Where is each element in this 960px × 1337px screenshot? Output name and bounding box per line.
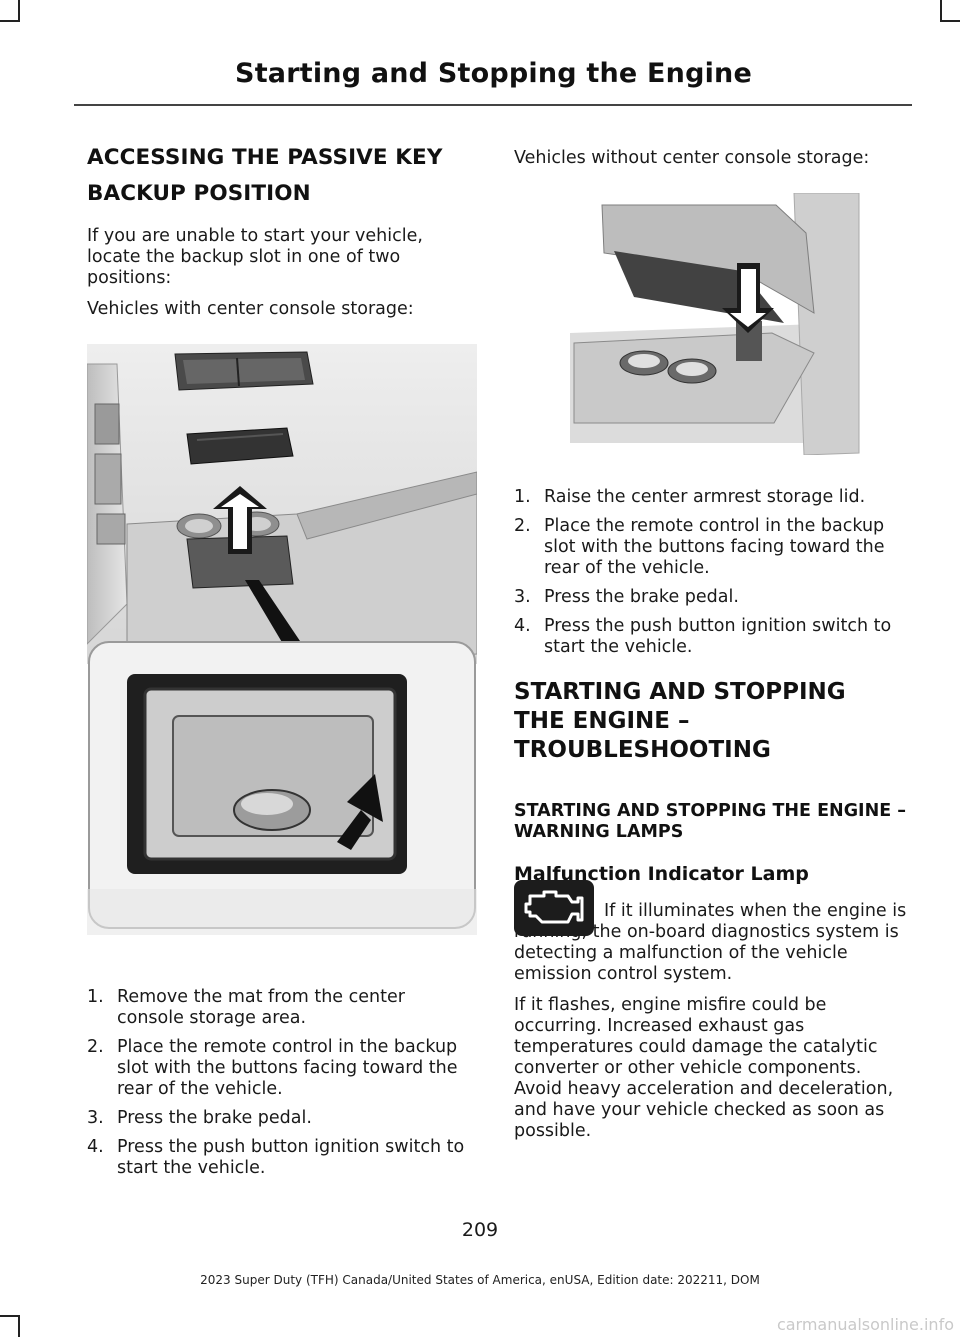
list-item: 1. Raise the center armrest storage lid. — [514, 487, 910, 508]
subsection-heading: STARTING AND STOPPING THE ENGINE – WARNI… — [514, 801, 907, 842]
list-item: 1. Remove the mat from the center console… — [87, 987, 477, 1029]
step-number: 3. — [514, 587, 531, 607]
list-item: 2. Place the remote control in the backup… — [514, 516, 910, 579]
step-text: Remove the mat from the center console s… — [117, 987, 405, 1028]
right-column: Vehicles without center console storage:… — [514, 140, 910, 1142]
step-number: 2. — [514, 516, 531, 536]
watermark: carmanualsonline.info — [776, 1315, 954, 1334]
left-column: ACCESSING THE PASSIVE KEY BACKUP POSITIO… — [86, 140, 478, 1187]
edition-info: 2023 Super Duty (TFH) Canada/United Stat… — [200, 1273, 760, 1287]
list-item: 3. Press the brake pedal. — [87, 1108, 477, 1129]
step-text: Press the push button ignition switch to… — [117, 1137, 465, 1178]
console-storage-drawing — [86, 344, 478, 935]
crop-mark — [0, 1315, 20, 1317]
armrest-storage-illustration — [514, 192, 910, 456]
page-title: Starting and Stopping the Engine — [235, 58, 752, 89]
section-heading: THE ENGINE – — [514, 708, 690, 734]
section-heading: STARTING AND STOPPING — [514, 679, 846, 705]
step-number: 1. — [87, 987, 104, 1007]
page-header: Starting and Stopping the Engine — [74, 58, 912, 106]
lamp-paragraph: If it flashes, engine misfire could be o… — [514, 995, 894, 1141]
intro-paragraph: If you are unable to start your vehicle,… — [87, 226, 423, 288]
without-storage-steps: 1.Raise the center armrest storage lid. … — [514, 487, 910, 658]
lamp-paragraph: If it illuminates when the engine is run… — [514, 901, 907, 984]
section-heading: ACCESSING THE PASSIVE KEY — [87, 145, 443, 170]
crop-mark — [0, 20, 20, 22]
step-number: 4. — [87, 1137, 104, 1157]
step-text: Press the brake pedal. — [117, 1108, 312, 1128]
crop-mark — [940, 20, 960, 22]
crop-mark — [18, 0, 20, 22]
check-engine-icon-glyph — [524, 890, 584, 924]
step-text: Place the remote control in the backup s… — [544, 516, 885, 578]
step-number: 3. — [87, 1108, 104, 1128]
section-heading: BACKUP POSITION — [87, 181, 311, 206]
step-number: 1. — [514, 487, 531, 507]
crop-mark — [18, 1315, 20, 1337]
page-number: 209 — [461, 1219, 499, 1241]
step-number: 4. — [514, 616, 531, 636]
step-text: Press the brake pedal. — [544, 587, 739, 607]
without-storage-label: Vehicles without center console storage: — [514, 148, 870, 168]
step-number: 2. — [87, 1037, 104, 1057]
list-item: 4. Press the push button ignition switch … — [87, 1137, 477, 1179]
lamp-heading: Malfunction Indicator Lamp — [514, 863, 809, 885]
with-storage-steps: 1. Remove the mat from the center console… — [87, 987, 477, 1179]
with-storage-label: Vehicles with center console storage: — [87, 299, 414, 319]
section-heading: TROUBLESHOOTING — [514, 737, 771, 763]
list-item: 2. Place the remote control in the backup… — [87, 1037, 477, 1100]
check-engine-icon — [514, 880, 594, 936]
list-item: 3. Press the brake pedal. — [514, 587, 910, 608]
list-item: 4. Press the push button ignition switch … — [514, 616, 910, 658]
armrest-storage-drawing — [514, 192, 910, 456]
console-storage-illustration — [86, 344, 478, 949]
crop-mark — [940, 0, 942, 22]
troubleshooting-section: STARTING AND STOPPING THE ENGINE – TROUB… — [514, 678, 910, 1142]
step-text: Press the push button ignition switch to… — [544, 616, 892, 657]
step-text: Raise the center armrest storage lid. — [544, 487, 866, 507]
step-text: Place the remote control in the backup s… — [117, 1037, 458, 1099]
